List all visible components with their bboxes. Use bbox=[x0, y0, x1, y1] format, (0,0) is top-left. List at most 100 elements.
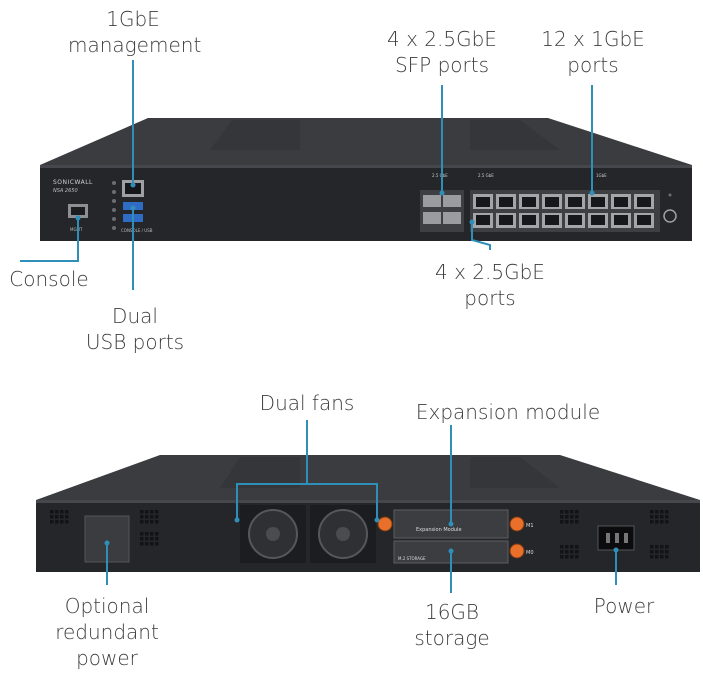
vent-hole bbox=[140, 542, 144, 546]
vent-hole bbox=[575, 545, 579, 549]
rj45-port-socket bbox=[499, 197, 513, 207]
vent-hole bbox=[155, 515, 159, 519]
vent-hole bbox=[560, 515, 564, 519]
vent-hole bbox=[570, 550, 574, 554]
console-callout-label: Console bbox=[9, 267, 89, 291]
gbe4-callout-line bbox=[471, 222, 491, 250]
vent-hole bbox=[655, 520, 659, 524]
vent-hole bbox=[660, 545, 664, 549]
fans-callout-line bbox=[236, 483, 378, 520]
vent-hole bbox=[55, 510, 59, 514]
vent-hole bbox=[575, 555, 579, 559]
vent-hole bbox=[150, 510, 154, 514]
vent-hole bbox=[570, 555, 574, 559]
vent-hole bbox=[50, 515, 54, 519]
vent-hole bbox=[145, 532, 149, 536]
storage-bay-label: M.2 STORAGE bbox=[398, 556, 426, 561]
vent-hole bbox=[655, 555, 659, 559]
vent-hole bbox=[150, 537, 154, 541]
psu-callout-label: Optional redundant power bbox=[55, 594, 159, 670]
vent-hole bbox=[575, 515, 579, 519]
rj45-port-socket bbox=[614, 197, 628, 207]
rj45-port-socket bbox=[522, 197, 536, 207]
rj45-port-socket bbox=[568, 197, 582, 207]
vent-hole bbox=[655, 545, 659, 549]
rj45-port-socket bbox=[545, 215, 559, 225]
mgmt-callout-label: 1GbE management bbox=[68, 7, 202, 57]
vent-hole bbox=[570, 520, 574, 524]
screw-icon bbox=[509, 543, 525, 559]
m1-label: M1 bbox=[526, 523, 534, 529]
vent-hole bbox=[575, 510, 579, 514]
vent-hole bbox=[155, 532, 159, 536]
vent-hole bbox=[565, 510, 569, 514]
vent-hole bbox=[565, 515, 569, 519]
storage-callout-label: 16GB storage bbox=[414, 600, 490, 650]
vent-hole bbox=[140, 510, 144, 514]
screw-icon bbox=[509, 516, 525, 532]
vent-hole bbox=[655, 515, 659, 519]
rj45-port-socket bbox=[499, 215, 513, 225]
vent-hole bbox=[50, 520, 54, 524]
vent-hole bbox=[155, 520, 159, 524]
rj45-port-socket bbox=[568, 215, 582, 225]
rear-top-lid bbox=[36, 455, 700, 500]
rj45-port-socket bbox=[476, 215, 490, 225]
vent-hole bbox=[650, 510, 654, 514]
vent-hole bbox=[650, 550, 654, 554]
gbe12-callout-label: 12 x 1GbE ports bbox=[541, 27, 645, 77]
sfp-callout-label: 4 x 2.5GbE SFP ports bbox=[387, 27, 497, 77]
vent-hole bbox=[650, 545, 654, 549]
vent-hole bbox=[570, 510, 574, 514]
sfp-group-label: 2.5 GbE bbox=[432, 173, 448, 178]
vent-hole bbox=[570, 545, 574, 549]
vent-hole bbox=[665, 550, 669, 554]
fan-1 bbox=[240, 505, 306, 563]
mgmt-port-label: MGMT bbox=[70, 227, 83, 232]
expansion-callout-label: Expansion module bbox=[415, 400, 601, 424]
brand-logo-text: SONICWALL bbox=[53, 179, 93, 186]
vent-hole bbox=[140, 520, 144, 524]
console-callout-line bbox=[20, 218, 79, 262]
vent-hole bbox=[55, 520, 59, 524]
vent-hole bbox=[665, 545, 669, 549]
vent-hole bbox=[650, 555, 654, 559]
vent-hole bbox=[655, 510, 659, 514]
vent-hole bbox=[650, 520, 654, 524]
vent-hole bbox=[655, 550, 659, 554]
vent-hole bbox=[650, 515, 654, 519]
vent-hole bbox=[145, 537, 149, 541]
vent-hole bbox=[570, 515, 574, 519]
vent-hole bbox=[140, 537, 144, 541]
vent-hole bbox=[560, 520, 564, 524]
vent-hole bbox=[560, 550, 564, 554]
vent-hole bbox=[65, 515, 69, 519]
vent-hole bbox=[65, 520, 69, 524]
vent-hole bbox=[565, 550, 569, 554]
rj45-port-socket bbox=[637, 215, 651, 225]
rj45-port-socket bbox=[637, 197, 651, 207]
gbe4-callout-label: 4 x 2.5GbE ports bbox=[435, 260, 545, 310]
vent-hole bbox=[660, 510, 664, 514]
vent-hole bbox=[140, 515, 144, 519]
fans-callout-label: Dual fans bbox=[259, 391, 355, 415]
vent-hole bbox=[560, 545, 564, 549]
vent-hole bbox=[140, 532, 144, 536]
vent-hole bbox=[50, 510, 54, 514]
power-button bbox=[663, 209, 677, 223]
gbe-group-label: 1GbE bbox=[596, 173, 607, 178]
rj45-port-socket bbox=[545, 197, 559, 207]
rj45-port-socket bbox=[522, 215, 536, 225]
vent-hole bbox=[660, 550, 664, 554]
vent-hole bbox=[145, 510, 149, 514]
vent-hole bbox=[60, 520, 64, 524]
vent-hole bbox=[665, 520, 669, 524]
vent-hole bbox=[145, 515, 149, 519]
vent-hole bbox=[155, 510, 159, 514]
rj45-port-socket bbox=[476, 197, 490, 207]
vent-hole bbox=[150, 532, 154, 536]
screw-icon bbox=[377, 516, 393, 532]
vent-hole bbox=[560, 510, 564, 514]
vent-hole bbox=[55, 515, 59, 519]
